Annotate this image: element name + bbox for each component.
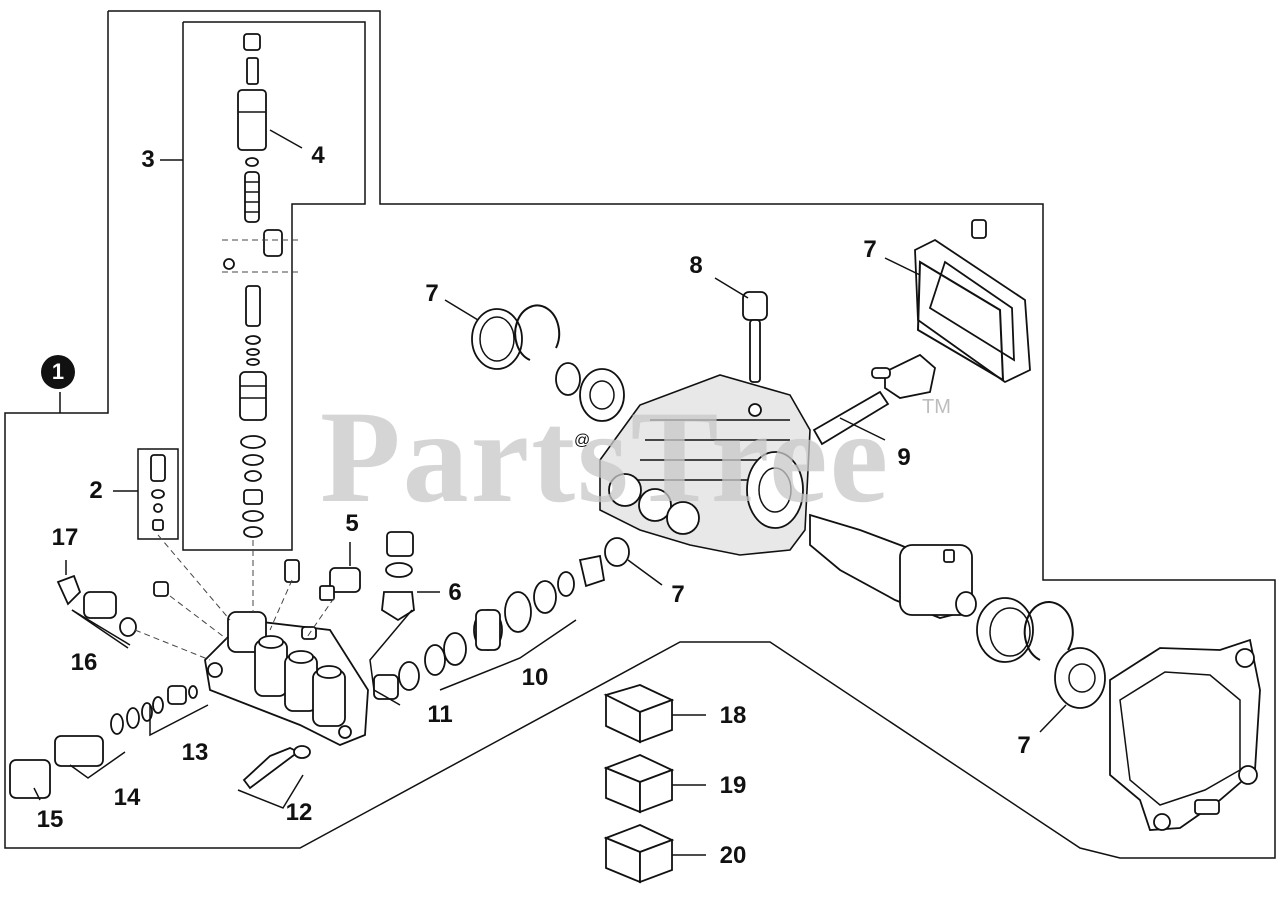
- crankcase: [599, 374, 811, 556]
- part-2-fitting: [150, 454, 166, 531]
- mounting-flange: [1109, 638, 1261, 831]
- callout-4[interactable]: 4: [311, 142, 325, 169]
- crank-seals: [471, 304, 625, 422]
- assembly-number-badge[interactable]: 1: [41, 355, 75, 389]
- seal-stack: [424, 537, 630, 676]
- kit-box-18: [603, 684, 675, 744]
- callout-12[interactable]: 12: [285, 799, 313, 826]
- callout-7-oil-seal[interactable]: 7: [671, 581, 685, 608]
- parts-tree-watermark: PartsTree: [320, 383, 891, 530]
- callout-9[interactable]: 9: [897, 444, 911, 471]
- callout-13[interactable]: 13: [181, 739, 209, 766]
- dipstick: [742, 291, 768, 383]
- trademark-mark: TM: [922, 396, 951, 418]
- callout-6[interactable]: 6: [448, 579, 462, 606]
- relief-valve-box: [182, 21, 366, 551]
- callout-19[interactable]: 19: [719, 772, 747, 799]
- part-2-box: [137, 448, 179, 540]
- callout-14[interactable]: 14: [113, 784, 141, 811]
- kit-box-20: [603, 824, 675, 884]
- callout-16[interactable]: 16: [70, 649, 98, 676]
- relief-valve-stack: [222, 33, 300, 538]
- callout-5[interactable]: 5: [345, 510, 359, 537]
- wrist-pin: [812, 353, 936, 446]
- outlet-fittings: [9, 685, 311, 799]
- callout-18[interactable]: 18: [719, 702, 747, 729]
- manifold: [204, 611, 369, 746]
- main-bearing: [976, 597, 1106, 709]
- callout-15[interactable]: 15: [36, 806, 64, 833]
- callout-7-flange-seal[interactable]: 7: [1017, 732, 1031, 759]
- crankshaft: [809, 513, 977, 619]
- leader-lines: [33, 129, 1067, 856]
- callout-2[interactable]: 2: [89, 477, 103, 504]
- kit-box-19: [603, 754, 675, 814]
- callout-7-seal[interactable]: 7: [425, 280, 439, 307]
- callout-7-cover[interactable]: 7: [863, 236, 877, 263]
- callout-3[interactable]: 3: [141, 146, 155, 173]
- callout-11[interactable]: 11: [427, 701, 453, 728]
- alignment-lines: [134, 534, 335, 661]
- rear-cover: [914, 219, 1031, 384]
- callout-8[interactable]: 8: [689, 252, 703, 279]
- callout-20[interactable]: 20: [719, 842, 747, 869]
- at-symbol-label: @: [574, 432, 591, 449]
- callout-10[interactable]: 10: [521, 664, 549, 691]
- assembly-outline: [4, 10, 1276, 859]
- callout-17[interactable]: 17: [51, 524, 79, 551]
